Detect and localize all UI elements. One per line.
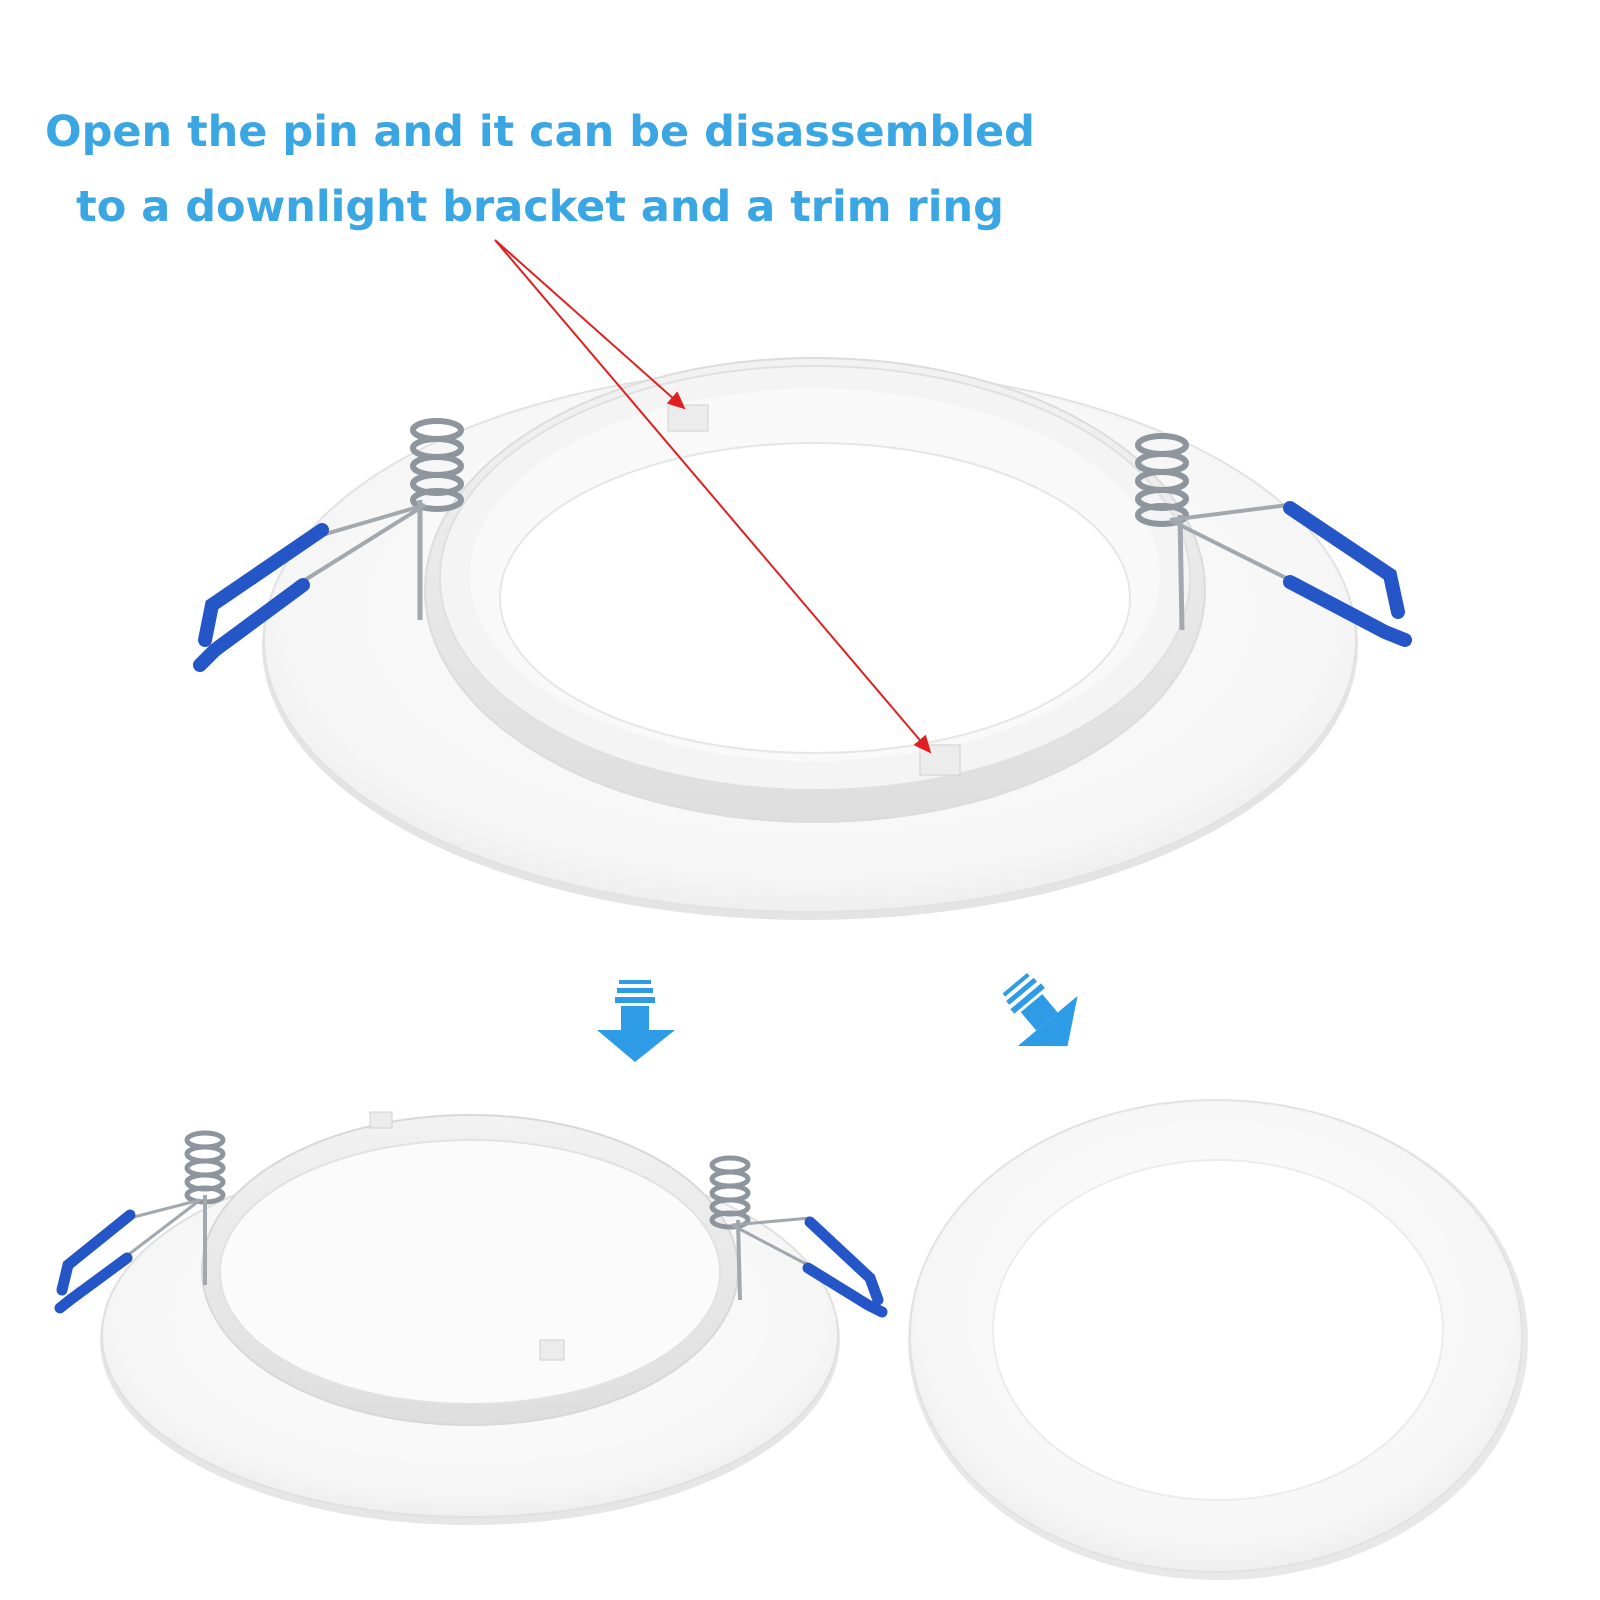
downlight-bracket xyxy=(100,1111,840,1525)
red-arrow-icon xyxy=(494,239,932,754)
assembled-downlight xyxy=(262,357,1358,920)
pin-tab-bottom xyxy=(919,744,961,776)
caption: Open the pin and it can be disassembled … xyxy=(0,95,1080,245)
pin-tab-top xyxy=(667,404,709,432)
spring-clip-right xyxy=(709,1155,888,1318)
caption-line-2: to a downlight bracket and a trim ring xyxy=(76,182,1004,232)
down-arrow-icon xyxy=(597,980,675,1062)
spring-clip-left xyxy=(54,1130,226,1314)
trim-ring xyxy=(908,1099,1528,1580)
clip-handle xyxy=(198,523,329,647)
spring-clip-right xyxy=(1135,433,1412,647)
down-arrow-icon xyxy=(1002,972,1078,1047)
spring-clip-left xyxy=(193,418,464,672)
caption-line-1: Open the pin and it can be disassembled xyxy=(45,107,1035,157)
